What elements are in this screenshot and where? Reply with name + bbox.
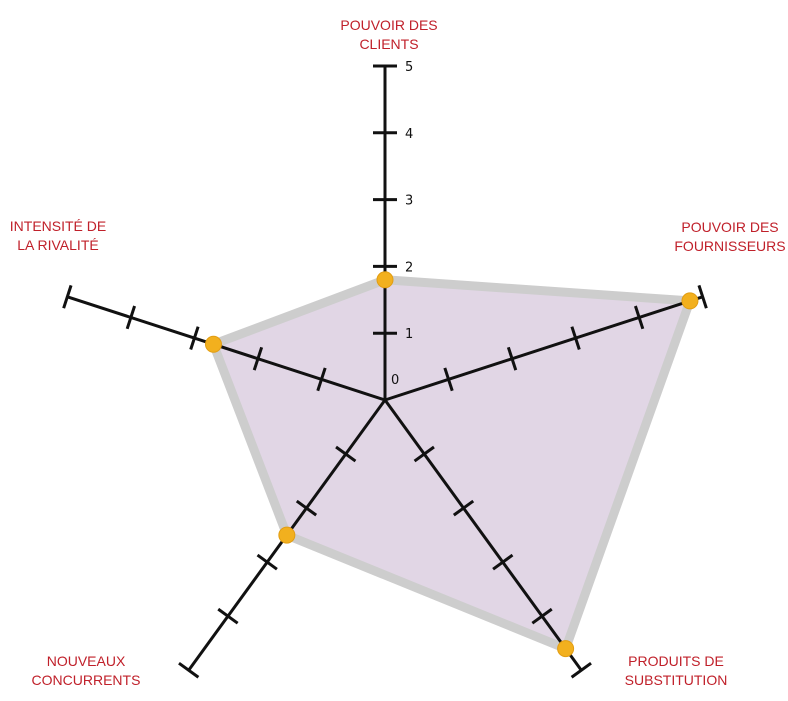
axis-tick xyxy=(295,499,318,517)
radar-area xyxy=(208,275,695,654)
axis-tick xyxy=(443,367,454,392)
radar-area-layer xyxy=(208,275,695,654)
scale-tick-label: 2 xyxy=(405,260,413,275)
axis-tick xyxy=(62,284,73,309)
axis-tick xyxy=(252,346,264,371)
axis-tick xyxy=(217,607,239,625)
axis-tick xyxy=(125,305,137,330)
axis-tick xyxy=(697,284,708,309)
axis-tick xyxy=(189,326,200,350)
axis-tick xyxy=(531,607,553,625)
scale-tick-label: 0 xyxy=(391,373,399,388)
scale-tick-label: 4 xyxy=(405,127,413,142)
axis-tick xyxy=(492,553,514,571)
scale-tick-label: 3 xyxy=(405,194,413,209)
axis-tick xyxy=(570,326,581,350)
axis-tick xyxy=(506,346,518,371)
scale-tick-label: 5 xyxy=(405,60,413,75)
axis-tick xyxy=(452,499,475,517)
axis-tick xyxy=(316,367,327,392)
axis-tick xyxy=(256,553,278,571)
axis-tick xyxy=(413,445,435,463)
value-marker xyxy=(204,335,222,353)
value-marker xyxy=(278,526,296,544)
value-marker xyxy=(557,640,575,658)
axis-tick xyxy=(570,661,592,679)
axes-layer xyxy=(62,64,708,679)
value-marker xyxy=(376,271,394,289)
axis-line xyxy=(66,295,386,402)
axis-tick xyxy=(178,661,200,679)
value-marker xyxy=(681,292,699,310)
axis-tick xyxy=(633,305,645,330)
markers-layer xyxy=(204,271,699,658)
axis-line xyxy=(384,295,704,402)
axis-tick xyxy=(335,445,357,463)
axis-line xyxy=(383,399,583,672)
scale-tick-label: 1 xyxy=(405,327,413,342)
